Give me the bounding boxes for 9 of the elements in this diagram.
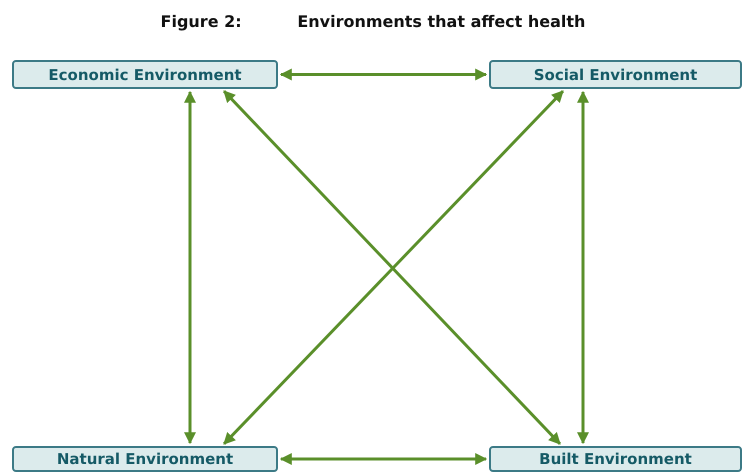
figure-title: Figure 2: Environments that affect health bbox=[160, 12, 586, 31]
double-arrow bbox=[184, 90, 196, 444]
environment-box: Economic Environment bbox=[12, 60, 278, 89]
environment-box: Social Environment bbox=[489, 60, 742, 89]
double-arrow bbox=[577, 90, 589, 444]
double-arrow bbox=[280, 68, 488, 80]
double-arrow bbox=[280, 453, 488, 465]
environment-box: Natural Environment bbox=[12, 446, 278, 472]
environment-box: Built Environment bbox=[489, 446, 742, 472]
